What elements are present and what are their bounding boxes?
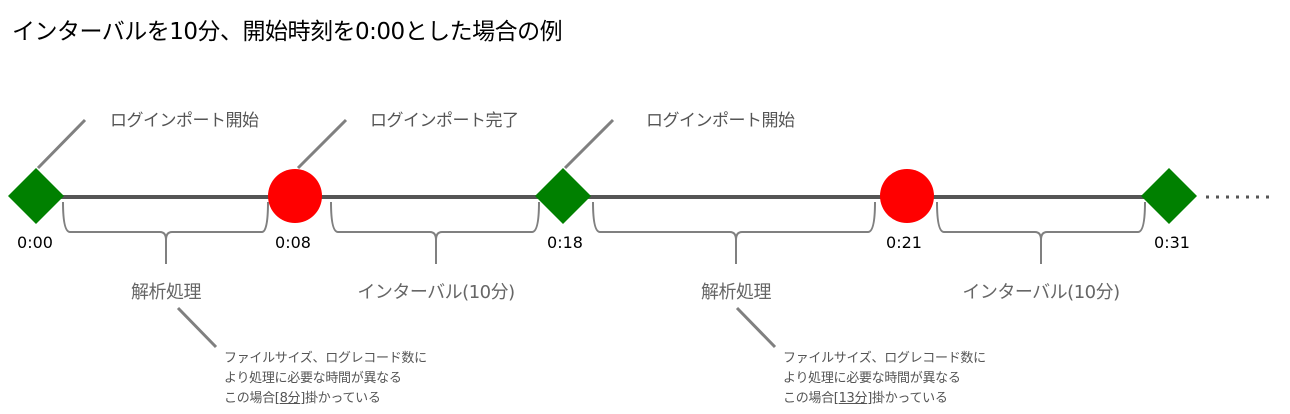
note-line: この場合[8分]掛かっている xyxy=(224,389,427,409)
start-diamond-marker xyxy=(1141,168,1197,224)
span-label: インターバル(10分) xyxy=(357,282,515,303)
event-label: ログインポート完了 xyxy=(370,111,519,131)
note-text: ファイルサイズ、ログレコード数に より処理に必要な時間が異なる この場合[13分… xyxy=(783,349,986,409)
callout-line xyxy=(36,118,87,170)
note-text-part: ]掛かっている xyxy=(300,391,381,406)
callout-line xyxy=(296,118,348,170)
brace xyxy=(592,201,876,264)
diagram-title: インターバルを10分、開始時刻を0:00とした場合の例 xyxy=(12,19,563,45)
event-label: ログインポート開始 xyxy=(646,111,795,131)
time-label: 0:21 xyxy=(886,233,922,252)
callout-line xyxy=(563,118,615,170)
time-label: 0:00 xyxy=(17,233,53,252)
note-line: より処理に必要な時間が異なる xyxy=(783,371,961,386)
duration-value: 8分 xyxy=(279,391,301,406)
time-label: 0:08 xyxy=(275,233,311,252)
span-label: 解析処理 xyxy=(131,282,202,303)
note-text-part: この場合[ xyxy=(224,391,280,406)
note-line: この場合[13分]掛かっている xyxy=(783,389,986,409)
duration-value: 13分 xyxy=(838,391,868,406)
note-text-part: この場合[ xyxy=(783,391,839,406)
time-label: 0:31 xyxy=(1154,233,1190,252)
brace xyxy=(62,201,269,264)
callout-line xyxy=(735,306,777,349)
note-text: ファイルサイズ、ログレコード数に より処理に必要な時間が異なる この場合[8分]… xyxy=(224,349,427,409)
end-circle-marker xyxy=(268,169,322,223)
start-diamond-marker xyxy=(535,168,591,224)
event-label: ログインポート開始 xyxy=(110,111,259,131)
note-line: ファイルサイズ、ログレコード数に xyxy=(783,351,986,366)
note-line: より処理に必要な時間が異なる xyxy=(224,371,402,386)
note-text-part: ]掛かっている xyxy=(867,391,948,406)
brace xyxy=(330,201,540,264)
end-circle-marker xyxy=(880,169,934,223)
callout-line xyxy=(176,306,218,349)
span-label: 解析処理 xyxy=(701,282,772,303)
time-label: 0:18 xyxy=(547,233,583,252)
note-line: ファイルサイズ、ログレコード数に xyxy=(224,351,427,366)
start-diamond-marker xyxy=(8,168,64,224)
span-label: インターバル(10分) xyxy=(962,282,1120,303)
brace xyxy=(936,201,1146,264)
